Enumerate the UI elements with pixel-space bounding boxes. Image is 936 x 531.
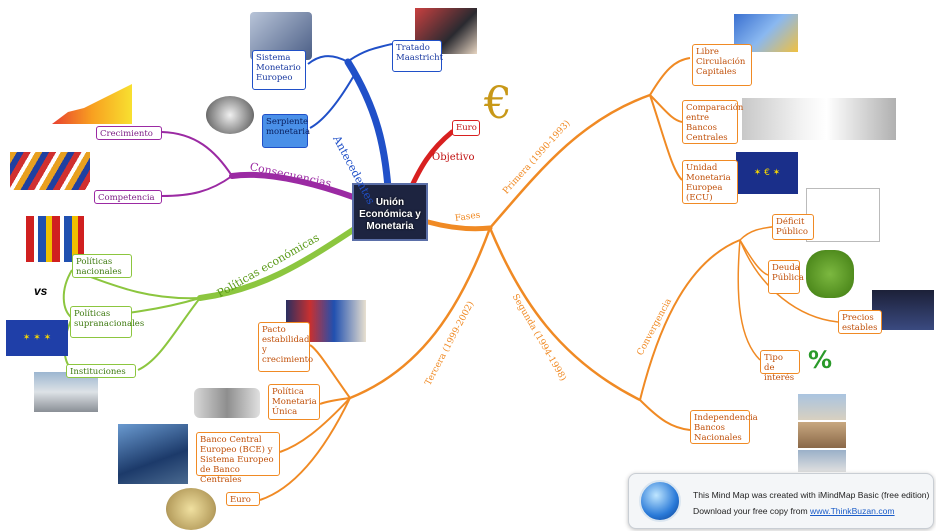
euro-coin-image [166,488,216,530]
deficit-chart-image [806,188,880,242]
vs-image: vs [34,284,48,298]
bank-building-photo-2 [798,422,846,448]
branch-label-objetivo[interactable]: Objetivo [432,152,475,163]
node-politicas-supranacionales[interactable]: Políticas supranacionales [70,306,144,338]
banner-line-2: Download your free copy from www.ThinkBu… [693,506,895,516]
eu-flag-image: ✶ ✶ ✶ [6,320,68,356]
banner-line-1: This Mind Map was created with iMindMap … [693,490,930,500]
runners-image [10,152,90,190]
node-comparacion-bancos[interactable]: Comparación entre Bancos Centrales [682,100,743,144]
bank-building-photo-1 [798,394,846,420]
node-deuda[interactable]: Deuda Pública [768,260,804,294]
node-crecimiento[interactable]: Crecimiento [96,126,162,140]
ecb-building-photo [118,424,188,484]
debt-bag-image [806,250,854,298]
node-maastricht[interactable]: Tratado Maastricht [392,40,443,72]
imindmap-banner[interactable]: This Mind Map was created with iMindMap … [628,473,934,529]
node-instituciones[interactable]: Instituciones [66,364,136,378]
node-politica-unica[interactable]: Política Monetaria Única [268,384,320,420]
imindmap-logo-icon [639,480,681,522]
node-independencia[interactable]: Independencia Bancos Nacionales [690,410,758,444]
coin-photo [206,96,254,134]
ecu-flag-image: ✶ € ✶ [736,152,798,194]
central-banks-image [742,98,896,140]
node-deficit[interactable]: Déficit Público [772,214,814,240]
node-serpiente[interactable]: Serpiente monetaria [262,114,310,148]
node-precios[interactable]: Precios estables [838,310,882,334]
node-libre-circulacion[interactable]: Libre Circulación Capitales [692,44,752,86]
node-politicas-nacionales[interactable]: Políticas nacionales [72,254,132,278]
node-euro-objetivo[interactable]: Euro [452,120,480,136]
node-sistema-monetario[interactable]: Sistema Monetario Europeo [252,50,306,90]
banner-line-2-text: Download your free copy from [693,506,811,516]
parliament-photo [34,372,98,412]
central-topic[interactable]: Unión Económica y Monetaria [352,183,428,241]
node-ecu[interactable]: Unidad Monetaria Europea (ECU) [682,160,738,204]
node-bce[interactable]: Banco Central Europeo (BCE) y Sistema Eu… [196,432,280,485]
euro-gold-image: € [484,78,512,129]
thinkbuzan-link[interactable]: www.ThinkBuzan.com [810,506,895,516]
node-tipo-interes[interactable]: Tipo de interés [760,350,800,383]
prices-chart-image [872,290,934,330]
node-pacto-estabilidad[interactable]: Pacto estabilidad y crecimiento [258,322,313,372]
node-euro-tercera[interactable]: Euro [226,492,260,506]
percent-image: % [808,346,833,374]
bank-building-photo-3 [798,450,846,472]
coins-stack-image [194,388,260,418]
node-competencia[interactable]: Competencia [94,190,162,204]
